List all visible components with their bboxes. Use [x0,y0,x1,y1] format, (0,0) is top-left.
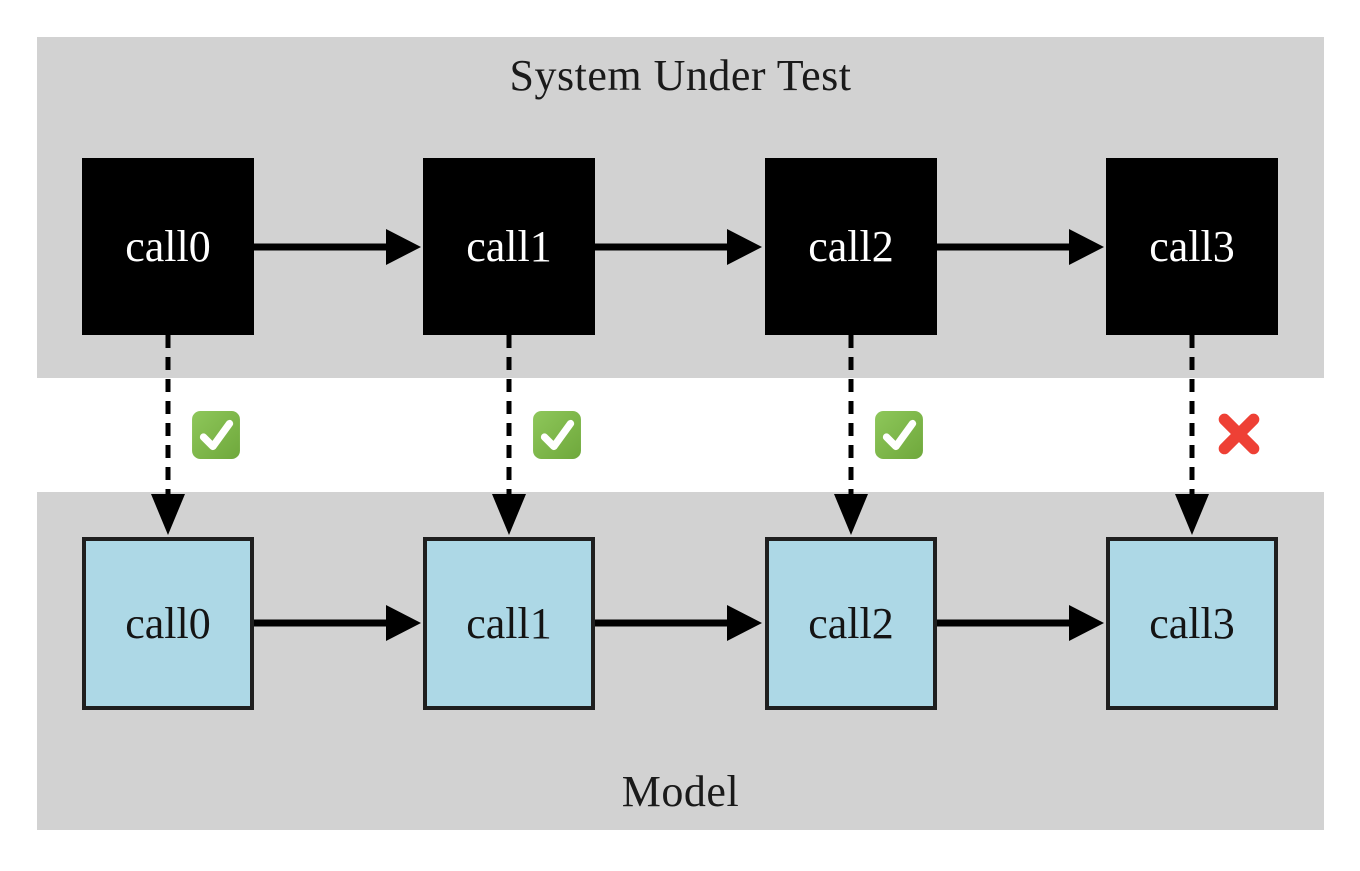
sut-title: System Under Test [509,51,852,100]
sut-node-call2: call2 [765,158,937,335]
model-node-call0: call0 [82,537,254,710]
cross-icon [1214,409,1264,459]
model-node-call2: call2 [765,537,937,710]
check-icon [874,410,924,460]
sut-node-call1: call1 [423,158,595,335]
model-title: Model [621,767,740,816]
sut-node-call3: call3 [1106,158,1278,335]
sut-node-call0: call0 [82,158,254,335]
model-node-call3: call3 [1106,537,1278,710]
check-icon [191,410,241,460]
check-icon [532,410,582,460]
model-node-call1: call1 [423,537,595,710]
